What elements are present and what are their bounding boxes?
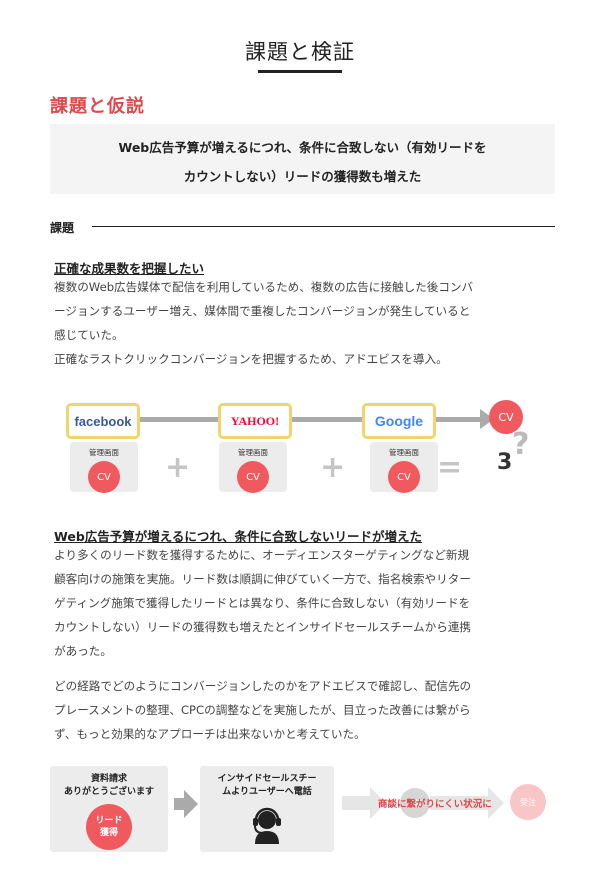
headset-icon (253, 807, 281, 844)
summary-box: Web広告予算が増えるにつれ、条件に合致しない（有効リードを カウントしない）リ… (50, 124, 555, 194)
page-title: 課題と検証 (245, 40, 355, 64)
question-mark-icon: ? (512, 427, 530, 462)
issue-label: 課題 (50, 221, 75, 235)
faded-arrow-head (370, 787, 386, 819)
faded-arrow-bar (342, 796, 370, 810)
inside-sales-card: インサイドセールスチー ムよりユーザーへ電話 (200, 766, 334, 852)
paragraph-line: 正確なラストクリックコンバージョンを把握するため、アドエビスを導入。 (54, 352, 448, 366)
deal-icon: 商談 (400, 788, 430, 818)
faded-arrow-head (488, 787, 504, 819)
issue-divider (92, 226, 555, 227)
title-underline (258, 70, 342, 73)
order-icon: 受注 (510, 784, 546, 820)
paragraph-line: 複数のWeb広告媒体で配信を利用しているため、複数の広告に接触した後コンバ (54, 280, 474, 294)
plus-sign: + (320, 450, 346, 485)
mgmt-label: 管理画面 (238, 448, 268, 457)
section-heading: 課題と仮説 (50, 96, 145, 117)
paragraph-line: ず、もっと効果的なアプローチは出来ないかと考えていた。 (54, 727, 366, 741)
weak-deal-note: 商談に繋がりにくい状況に (378, 799, 492, 810)
cv-badge: CV (237, 461, 269, 493)
flow-arrow-head (184, 790, 198, 818)
cv-badge: CV (388, 461, 420, 493)
lead-flow-diagram: 資料請求 ありがとうございます リード 獲得 インサイドセールスチー ムよりユー… (0, 760, 600, 860)
mgmt-label: 管理画面 (89, 448, 119, 457)
card-title-line: ありがとうございます (63, 787, 154, 797)
plus-sign: + (165, 450, 191, 485)
paragraph-line: カウントしない）リードの獲得数も増えたとインサイドセールスチームから連携 (54, 620, 472, 634)
result-cv-badge: CV (489, 400, 523, 434)
paragraph-line: 顧客向けの施策を実施。リード数は順調に伸びていく一方で、指名検索やリター (54, 572, 471, 586)
lead-form-card: 資料請求 ありがとうございます リード 獲得 (50, 766, 168, 852)
paragraph-line: ゲティング施策で獲得したリードとは異なり、条件に合致しない（有効リードを (54, 596, 471, 610)
lead-badge-line: リード (95, 816, 123, 826)
facebook-logo: facebook (66, 403, 140, 439)
cv-badge: CV (88, 461, 120, 493)
yahoo-logo: YAHOO! (218, 403, 292, 439)
mgmt-panel-google: 管理画面 CV (370, 442, 438, 493)
cv-diagram: facebook YAHOO! Google 管理画面 CV + 管理画面 CV… (0, 395, 600, 505)
card-title-line: 資料請求 (90, 774, 127, 784)
paragraph-line: プレースメントの整理、CPCの調整などを実施したが、目立った改善には繋がら (54, 703, 471, 717)
flow-arrow-line (130, 417, 490, 422)
google-logo: Google (362, 403, 436, 439)
block2-paragraph: より多くのリード数を獲得するために、オーディエンスターゲティングなど新規 顧客向… (54, 543, 471, 663)
mgmt-panel-facebook: 管理画面 CV (70, 442, 138, 493)
paragraph-line: どの経路でどのようにコンバージョンしたのかをアドエビスで確認し、配信先の (54, 679, 472, 693)
card-title-line: インサイドセールスチー (217, 774, 317, 784)
paragraph-line: ージョンするユーザー増え、媒体間で重複したコンバージョンが発生していると (54, 304, 471, 318)
flow-arrow-bar (174, 798, 184, 810)
paragraph-line: 感じていた。 (54, 328, 124, 342)
block2-paragraph-2: どの経路でどのようにコンバージョンしたのかをアドエビスで確認し、配信先の プレー… (54, 674, 471, 746)
result-count: 3 (497, 450, 513, 475)
summary-line-1: Web広告予算が増えるにつれ、条件に合致しない（有効リードを (118, 140, 487, 155)
block1-paragraph: 複数のWeb広告媒体で配信を利用しているため、複数の広告に接触した後コンバ ージ… (54, 275, 473, 371)
summary-line-2: カウントしない）リードの獲得数も増えた (183, 169, 422, 184)
faded-arrow-bar (430, 796, 490, 810)
block2-heading: Web広告予算が増えるにつれ、条件に合致しないリードが増えた (54, 529, 423, 544)
equals-sign: = (437, 450, 463, 485)
lead-badge: リード 獲得 (86, 804, 132, 850)
lead-badge-line: 獲得 (99, 828, 118, 838)
card-title-line: ムよりユーザーへ電話 (222, 787, 312, 797)
mgmt-panel-yahoo: 管理画面 CV (219, 442, 287, 493)
paragraph-line: より多くのリード数を獲得するために、オーディエンスターゲティングなど新規 (54, 548, 470, 562)
mgmt-label: 管理画面 (389, 448, 419, 457)
paragraph-line: があった。 (54, 644, 112, 658)
block1-heading: 正確な成果数を把握したい (54, 261, 205, 276)
